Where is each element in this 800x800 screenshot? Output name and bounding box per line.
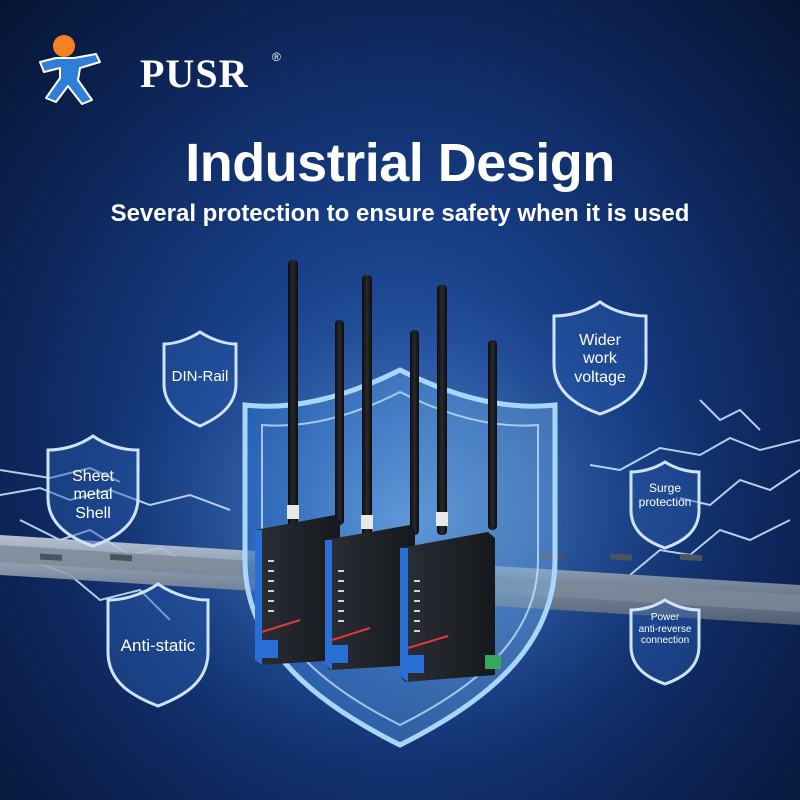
device-3 bbox=[400, 285, 501, 682]
headline: Industrial Design bbox=[185, 133, 615, 193]
pusr-logo: PUSR ® bbox=[34, 32, 281, 106]
badge-label-line: DIN-Rail bbox=[171, 368, 229, 385]
device-2 bbox=[325, 275, 419, 670]
badge-shield-icon bbox=[106, 582, 210, 708]
badge-label-line: voltage bbox=[574, 368, 626, 386]
badge-shield-icon bbox=[629, 598, 701, 686]
registered-mark: ® bbox=[272, 50, 281, 64]
badge-shield-icon bbox=[552, 300, 648, 416]
badge-din-rail: DIN-Rail bbox=[160, 328, 240, 428]
badge-label-line: Shell bbox=[75, 504, 111, 522]
logo-figure-icon bbox=[39, 35, 101, 105]
device-1 bbox=[255, 260, 344, 665]
lightning-right bbox=[589, 399, 800, 576]
badge-anti-static: Anti-static bbox=[104, 580, 212, 710]
badge-label-line: work bbox=[583, 350, 617, 368]
badge-label-line: Wider bbox=[579, 332, 621, 349]
badge-label-line: anti-reverse bbox=[638, 623, 692, 635]
badge-power-reverse: Power anti-reverse connection bbox=[627, 596, 703, 688]
badge-shield-icon bbox=[629, 460, 701, 550]
badge-label-line: Sheet bbox=[72, 468, 114, 485]
badge-label-line: Anti-static bbox=[120, 636, 196, 655]
badge-label-line: Power bbox=[650, 612, 680, 623]
badge-surge: Surge protection bbox=[627, 458, 703, 552]
brand-name: PUSR bbox=[140, 51, 249, 96]
badge-label-line: metal bbox=[73, 486, 113, 504]
badge-label-line: connection bbox=[640, 635, 690, 646]
badge-shield-icon bbox=[46, 434, 140, 548]
badge-wider-voltage: Wider work voltage bbox=[550, 298, 650, 418]
badge-shield-icon bbox=[162, 330, 238, 428]
subheadline: Several protection to ensure safety when… bbox=[110, 200, 690, 227]
badge-label-line: Surge bbox=[648, 481, 682, 495]
badge-sheet-metal: Sheet metal Shell bbox=[44, 432, 142, 550]
badge-label-line: protection bbox=[638, 494, 692, 509]
